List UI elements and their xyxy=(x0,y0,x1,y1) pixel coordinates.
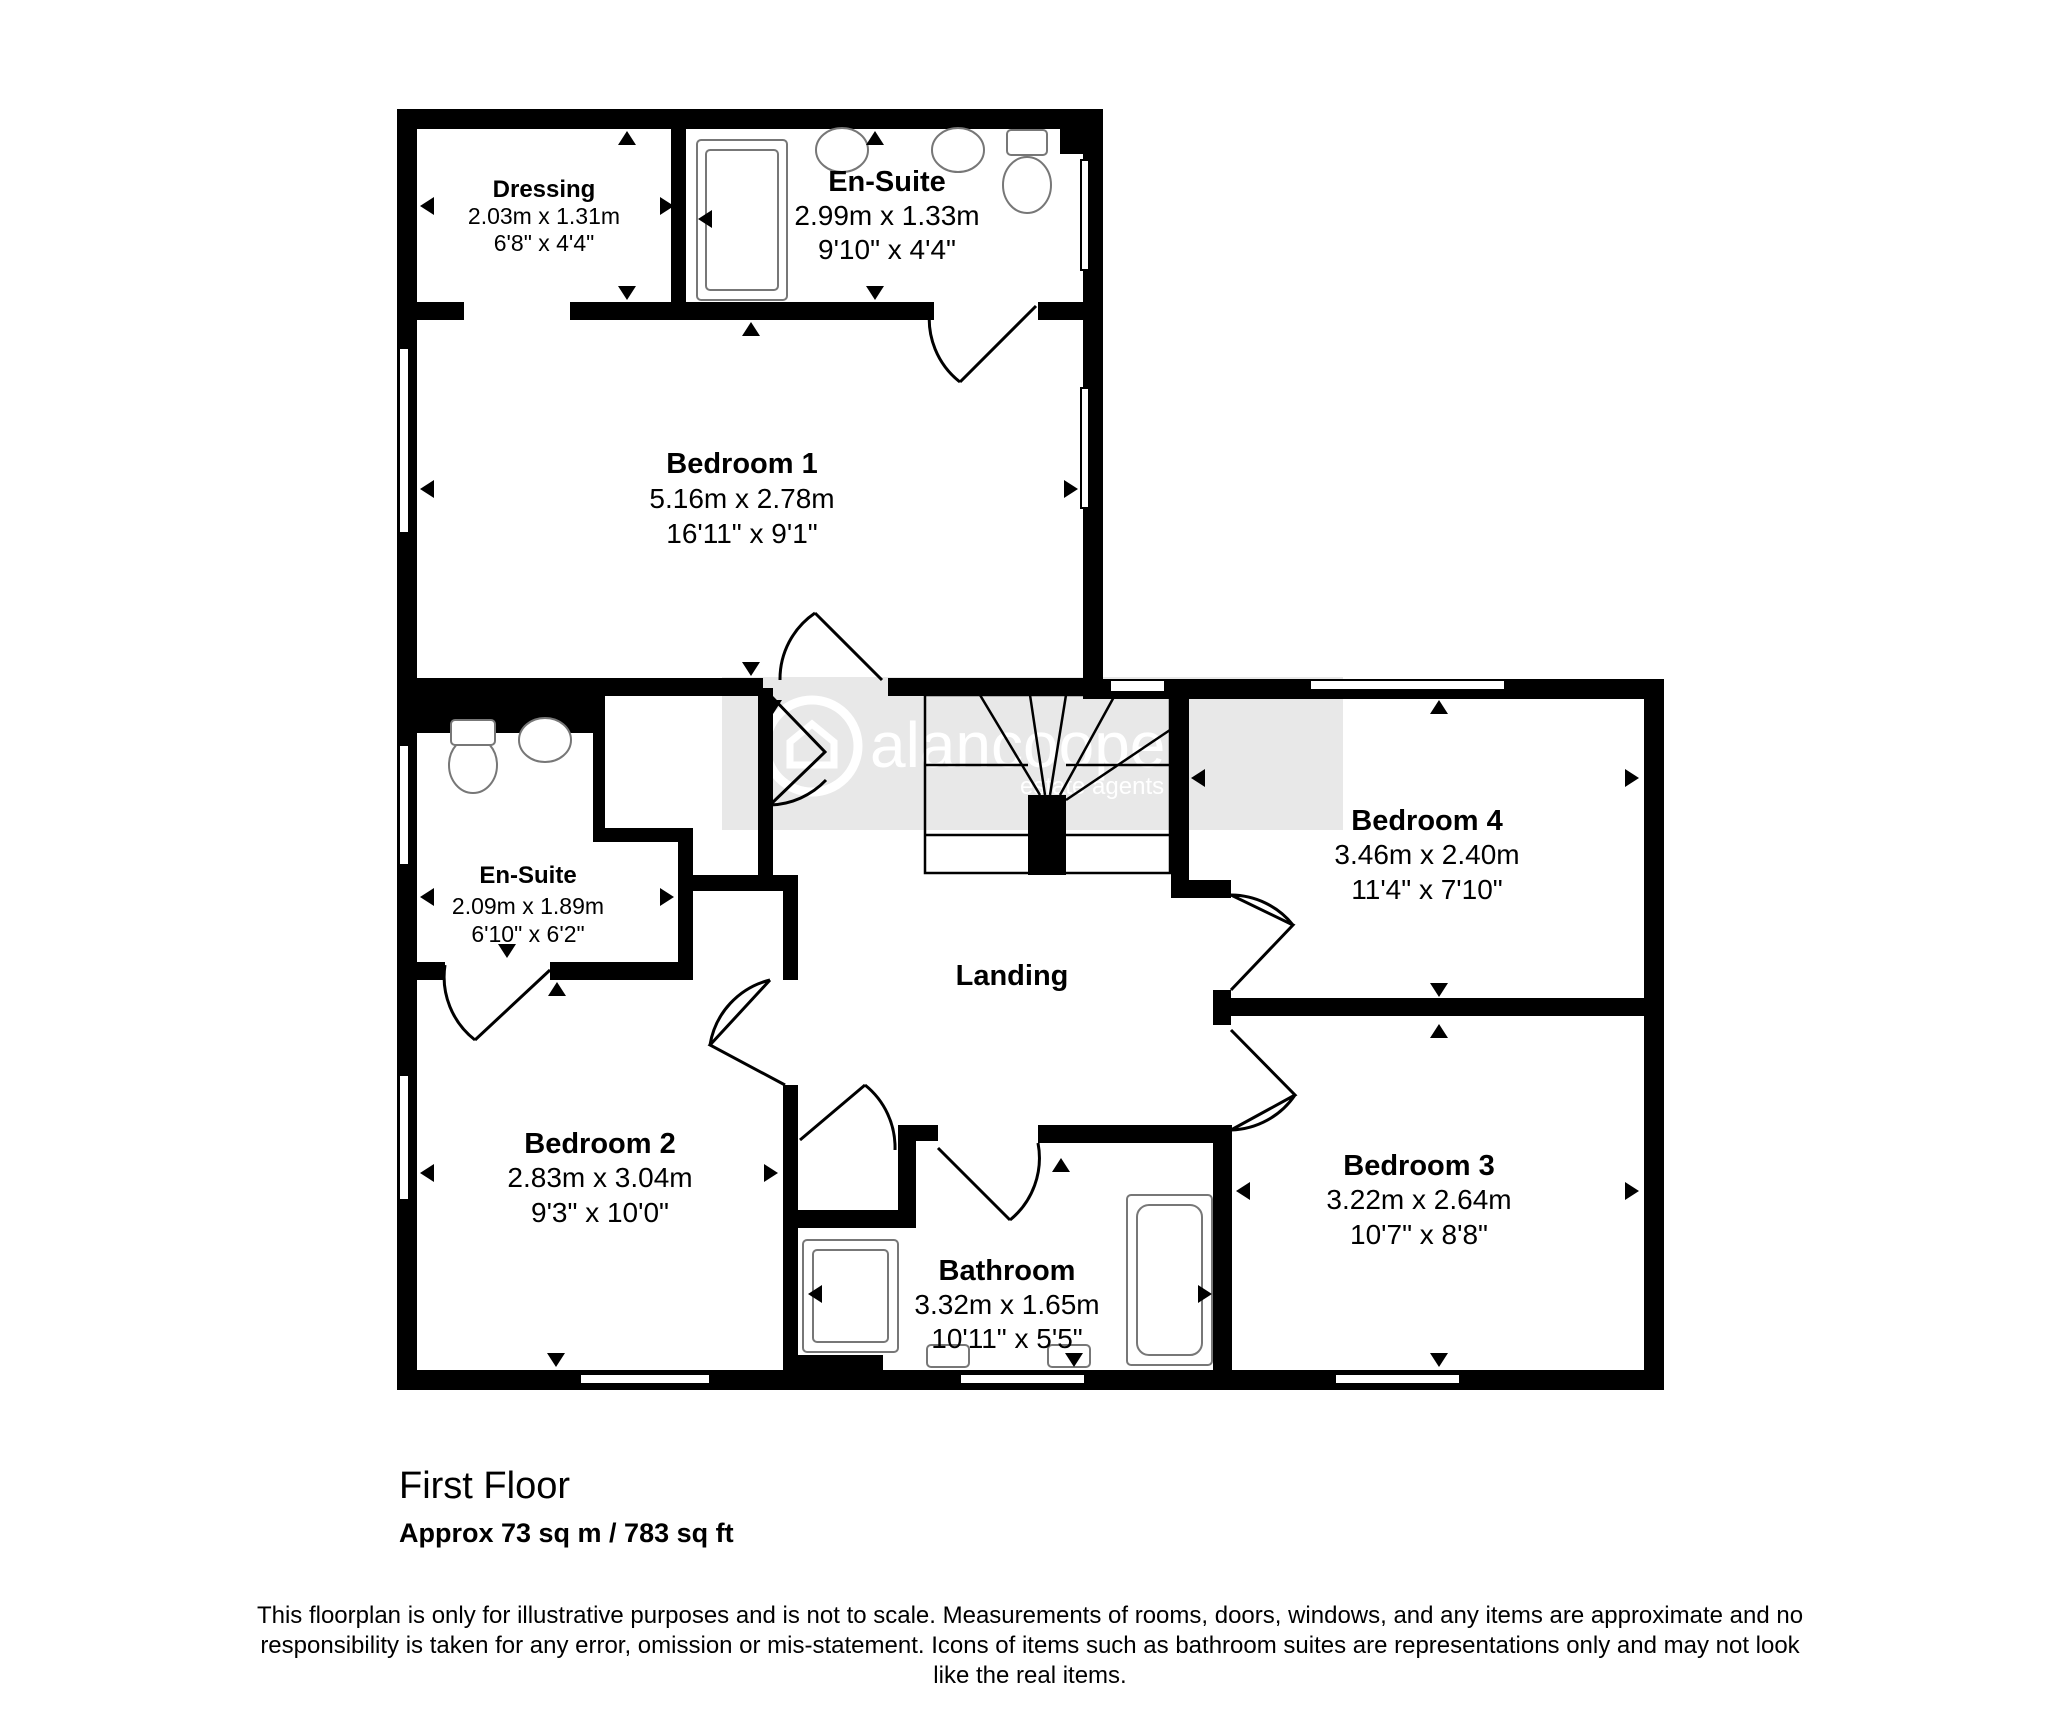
room-name: Dressing xyxy=(493,176,596,203)
room-metric: 5.16m x 2.78m xyxy=(649,483,834,514)
room-dressing: Dressing 2.03m x 1.31m 6'8" x 4'4" xyxy=(468,176,620,256)
room-name: Bathroom xyxy=(939,1255,1076,1287)
basin-bathroom xyxy=(926,1344,970,1368)
room-ensuite-2: En-Suite 2.09m x 1.89m 6'10" x 6'2" xyxy=(452,862,604,947)
basin-ensuite-1 xyxy=(815,127,869,173)
room-name: Bedroom 1 xyxy=(666,448,817,480)
room-metric: 2.03m x 1.31m xyxy=(468,203,620,229)
room-metric: 3.46m x 2.40m xyxy=(1334,839,1519,870)
room-imperial: 16'11" x 9'1" xyxy=(666,518,817,549)
room-metric: 2.83m x 3.04m xyxy=(507,1162,692,1193)
room-bedroom-4: Bedroom 4 3.46m x 2.40m 11'4" x 7'10" xyxy=(1334,805,1519,905)
room-imperial: 11'4" x 7'10" xyxy=(1351,874,1502,905)
room-imperial: 9'3" x 10'0" xyxy=(531,1197,669,1228)
room-bedroom-2: Bedroom 2 2.83m x 3.04m 9'3" x 10'0" xyxy=(507,1128,692,1228)
doors xyxy=(442,304,1298,1222)
room-name: Bedroom 2 xyxy=(524,1128,675,1160)
toilet-ensuite-1 xyxy=(1002,156,1052,214)
staircase xyxy=(923,693,1172,875)
room-imperial: 9'10" x 4'4" xyxy=(818,234,956,265)
room-landing: Landing xyxy=(956,960,1069,992)
room-metric: 3.32m x 1.65m xyxy=(914,1289,1099,1320)
room-name: En-Suite xyxy=(479,862,576,889)
windows xyxy=(398,159,1506,1385)
room-metric: 2.09m x 1.89m xyxy=(452,893,604,919)
room-imperial: 10'7" x 8'8" xyxy=(1350,1219,1488,1250)
room-metric: 2.99m x 1.33m xyxy=(794,200,979,231)
room-imperial: 6'10" x 6'2" xyxy=(471,921,584,947)
room-bedroom-1: Bedroom 1 5.16m x 2.78m 16'11" x 9'1" xyxy=(649,448,834,549)
room-name: Bedroom 4 xyxy=(1351,805,1502,837)
basin-ensuite-2 xyxy=(518,717,572,763)
room-labels: Dressing 2.03m x 1.31m 6'8" x 4'4" En-Su… xyxy=(452,166,1520,1354)
room-bathroom: Bathroom 3.32m x 1.65m 10'11" x 5'5" xyxy=(914,1255,1099,1354)
disclaimer: This floorplan is only for illustrative … xyxy=(256,1602,1804,1689)
watermark-brand: alancooper xyxy=(870,709,1187,781)
room-imperial: 6'8" x 4'4" xyxy=(494,230,595,256)
room-metric: 3.22m x 2.64m xyxy=(1326,1184,1511,1215)
room-bedroom-3: Bedroom 3 3.22m x 2.64m 10'7" x 8'8" xyxy=(1326,1150,1511,1250)
floor-area: Approx 73 sq m / 783 sq ft xyxy=(399,1518,734,1548)
fixtures xyxy=(448,127,1213,1368)
room-ensuite-1: En-Suite 2.99m x 1.33m 9'10" x 4'4" xyxy=(794,166,979,265)
floor-title: First Floor xyxy=(399,1465,570,1507)
room-name: Bedroom 3 xyxy=(1343,1150,1494,1182)
room-imperial: 10'11" x 5'5" xyxy=(931,1323,1082,1354)
room-name: En-Suite xyxy=(828,166,946,198)
room-name: Landing xyxy=(956,960,1069,992)
dimension-arrows xyxy=(420,131,1639,1367)
